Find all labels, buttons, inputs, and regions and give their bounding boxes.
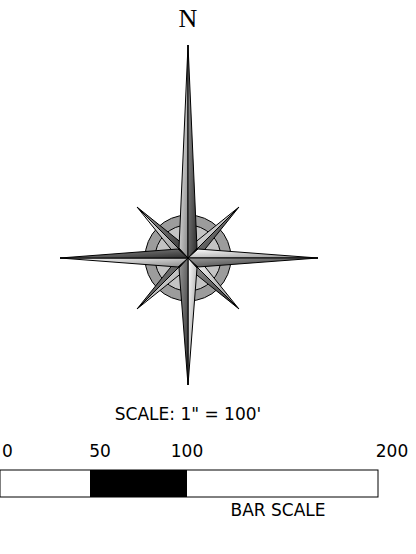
north-label: N [179, 6, 198, 32]
compass-point [60, 258, 188, 267]
bar-scale-title: BAR SCALE [230, 502, 325, 519]
scale-note: SCALE: 1" = 100' [115, 406, 261, 423]
bar-scale-segment [90, 470, 187, 497]
compass-point [179, 45, 188, 258]
compass-point [188, 249, 318, 258]
bar-scale [0, 470, 378, 497]
compass-point [60, 249, 188, 258]
scale-tick-label: 50 [89, 443, 111, 460]
compass-point [179, 258, 188, 385]
compass-star [60, 45, 318, 385]
compass-point [188, 258, 318, 267]
scale-tick-label: 200 [376, 443, 408, 460]
scale-tick-label: 100 [171, 443, 203, 460]
compass-point [188, 45, 197, 258]
compass-point [188, 258, 197, 385]
scale-tick-label: 0 [2, 443, 13, 460]
